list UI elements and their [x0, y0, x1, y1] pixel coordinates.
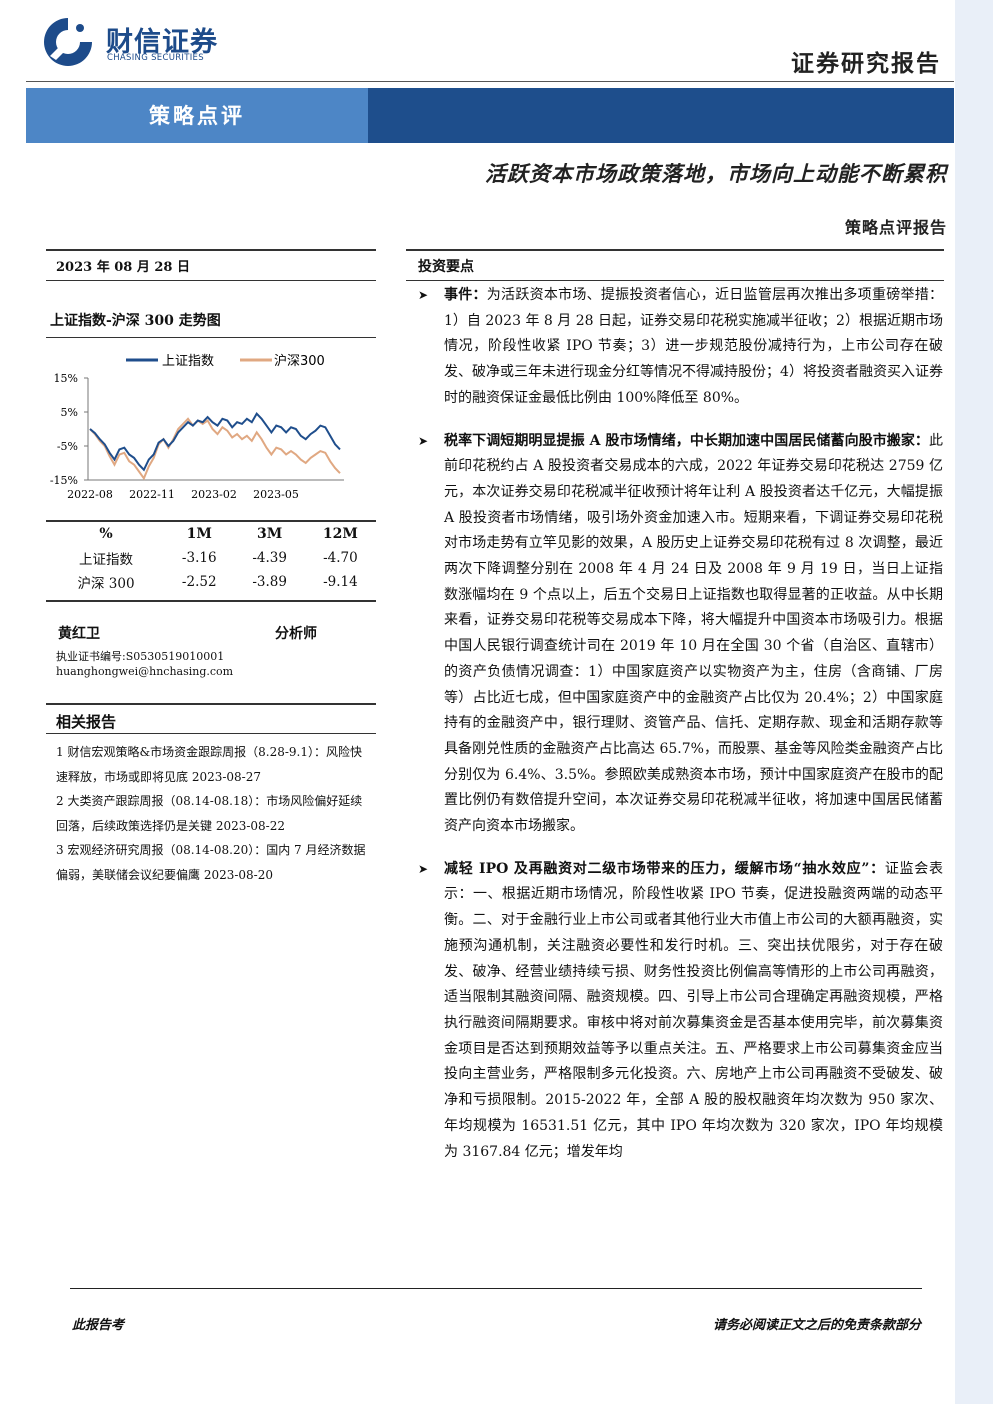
- related-reports-list: 1 财信宏观策略&市场资金跟踪周报（8.28-9.1）：风险快速释放，市场或即将…: [56, 740, 372, 887]
- table-cell: 沪深 300: [77, 576, 135, 592]
- report-date: 2023 年 08 月 28 日: [56, 260, 190, 275]
- list-item[interactable]: 1 财信宏观策略&市场资金跟踪周报（8.28-9.1）：风险快速释放，市场或即将…: [56, 745, 362, 784]
- chart-legend: 上证指数 沪深300: [126, 353, 325, 369]
- section-title: 投资要点: [418, 259, 474, 275]
- right-margin-strip: [955, 0, 993, 1404]
- logo-text-en: CHASING SECURITIES: [107, 53, 204, 63]
- related-top-rule: [46, 703, 376, 705]
- table-cell: -9.14: [323, 574, 358, 590]
- key-points: ➤ 事件：为活跃资本市场、提振投资者信心，近日监管层再次推出多项重磅举措：1）自…: [416, 283, 943, 1182]
- key-point-body: 为活跃资本市场、提振投资者信心，近日监管层再次推出多项重磅举措：1）自 2023…: [444, 287, 944, 406]
- banner-left-block: [26, 88, 368, 143]
- header-divider: [26, 81, 954, 82]
- arrow-bullet-icon: ➤: [418, 433, 429, 448]
- banner-label: 策略点评: [149, 103, 245, 128]
- table-top-rule: [46, 520, 376, 522]
- key-point-event: ➤ 事件：为活跃资本市场、提振投资者信心，近日监管层再次推出多项重磅举措：1）自…: [416, 283, 943, 412]
- chart-title: 上证指数-沪深 300 走势图: [50, 313, 221, 329]
- chart-title-rule: [46, 337, 376, 338]
- analyst-cert-number: 执业证书编号:S0530519010001: [56, 650, 225, 663]
- section-title-rule: [406, 280, 944, 281]
- date-bottom-rule: [46, 280, 376, 281]
- x-tick-label: 2023-02: [191, 488, 237, 501]
- company-logo: 财信证券 CHASING SECURITIES: [40, 16, 230, 66]
- key-point-heading: 税率下调短期明显提振 A 股市场情绪，中长期加速中国居民储蓄向股市搬家：: [444, 432, 929, 449]
- list-item[interactable]: 3 宏观经济研究周报（08.14-08.20）：国内 7 月经济数据偏弱，美联储…: [56, 843, 366, 882]
- key-point-body: 证监会表示：一、根据近期市场情况，阶段性收紧 IPO 节奏，促进投融资两端的动态…: [444, 860, 943, 1160]
- table-cell: -3.16: [181, 550, 217, 566]
- arrow-bullet-icon: ➤: [418, 288, 429, 302]
- series-line-sse: [89, 412, 341, 472]
- index-trend-chart: 上证指数 沪深300 15% 5% -5% -15% 2022-08 2022-11 20…: [50, 353, 344, 501]
- key-point-heading: 事件：: [444, 287, 487, 303]
- x-tick-label: 2023-05: [253, 488, 299, 501]
- related-reports-title: 相关报告: [56, 713, 117, 731]
- key-point-ipo: ➤ 减轻 IPO 及再融资对二级市场带来的压力，缓解市场“抽水效应”：证监会表示…: [416, 857, 943, 1165]
- y-tick-label: -15%: [50, 474, 78, 487]
- table-bottom-rule: [46, 600, 376, 602]
- table-cell: -4.39: [252, 550, 287, 566]
- table-header-cell: 1M: [186, 526, 212, 542]
- footer-disclaimer: 请务必阅读正文之后的免责条款部分: [712, 1318, 921, 1333]
- y-tick-label: -5%: [57, 440, 78, 453]
- footer-divider: [70, 1288, 922, 1289]
- table-cell: -3.89: [252, 574, 287, 590]
- performance-table: % 1M 3M 12M 上证指数 -3.16 -4.39 -4.70 沪深 30…: [48, 522, 376, 594]
- x-tick-label: 2022-08: [67, 488, 113, 501]
- table-cell: -4.70: [323, 550, 358, 566]
- banner-right-block: [368, 88, 954, 143]
- analyst-name: 黄红卫: [58, 626, 100, 642]
- table-row: 沪深 300 -2.52 -3.89 -9.14: [48, 570, 376, 594]
- key-point-heading: 减轻 IPO 及再融资对二级市场带来的压力，缓解市场“抽水效应”：: [444, 860, 885, 877]
- report-subtitle: 策略点评报告: [844, 218, 947, 237]
- series-line-csi300: [89, 417, 341, 481]
- table-row: 上证指数 -3.16 -4.39 -4.70: [48, 546, 376, 570]
- logo-mark-icon: [44, 18, 92, 66]
- list-item[interactable]: 2 大类资产跟踪周报（08.14-08.18）：市场风险偏好延续回落，后续政策选…: [56, 794, 363, 833]
- table-header-cell: %: [99, 526, 113, 542]
- x-tick-label: 2022-11: [129, 488, 175, 501]
- legend-label-csi300: 沪深300: [274, 353, 325, 369]
- document-type: 证券研究报告: [791, 50, 941, 77]
- key-point-tax: ➤ 税率下调短期明显提振 A 股市场情绪，中长期加速中国居民储蓄向股市搬家：此前…: [416, 429, 943, 840]
- arrow-bullet-icon: ➤: [418, 861, 429, 876]
- table-header-row: % 1M 3M 12M: [48, 522, 376, 546]
- logo-text-cn: 财信证券: [106, 27, 218, 58]
- analyst-email[interactable]: huanghongwei@hnchasing.com: [56, 665, 234, 678]
- sidebar-top-rule: [46, 249, 376, 251]
- y-tick-label: 15%: [54, 372, 78, 385]
- main-top-rule: [406, 249, 944, 251]
- table-header-cell: 12M: [322, 526, 358, 542]
- related-title-rule: [46, 733, 376, 734]
- analyst-role: 分析师: [275, 626, 317, 642]
- key-point-body: 此前印花税约占 A 股投资者交易成本的六成，2022 年证券交易印花税达 275…: [444, 432, 943, 835]
- table-header-cell: 3M: [257, 526, 283, 542]
- table-cell: 上证指数: [79, 552, 134, 568]
- table-cell: -2.52: [181, 574, 217, 590]
- legend-label-sse: 上证指数: [162, 354, 214, 369]
- report-title: 活跃资本市场政策落地，市场向上动能不断累积: [485, 161, 947, 186]
- footer-left-text: 此报告考: [72, 1318, 125, 1333]
- y-tick-label: 5%: [61, 406, 78, 419]
